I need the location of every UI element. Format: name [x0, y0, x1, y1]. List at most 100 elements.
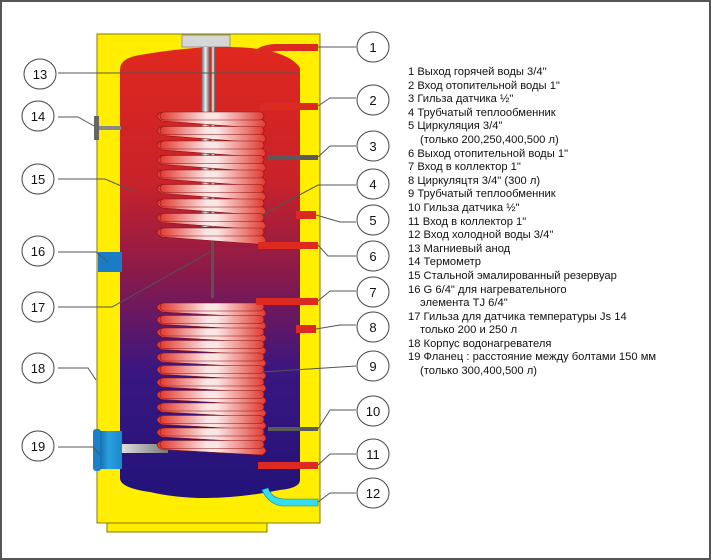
legend-number: 13	[408, 242, 421, 255]
legend-number: 5	[408, 120, 415, 133]
lower-coil-loop	[159, 315, 265, 324]
legend-text: Трубчатый теплообменник	[414, 188, 556, 201]
legend-text: Вход в коллектор 1"	[419, 215, 527, 228]
callout-2: 2	[356, 84, 390, 116]
callout-4: 4	[356, 168, 390, 200]
lower-coil-loop	[159, 440, 265, 449]
leader-line	[317, 409, 356, 430]
legend-item-8: 8 Циркуляцтя 3/4" (300 л)	[408, 175, 656, 189]
leader-line	[317, 290, 356, 302]
upper-coil-loop	[159, 198, 265, 208]
legend-text: Циркуляцтя 3/4" (300 л)	[414, 174, 541, 187]
leader-line	[58, 251, 109, 263]
callout-15: 15	[21, 163, 55, 195]
legend-text: Трубчатый теплообменник	[414, 106, 556, 119]
lower-coil-loop	[159, 340, 265, 349]
callout-3: 3	[356, 130, 390, 162]
callout-circle	[356, 477, 390, 509]
leader-line	[317, 492, 356, 503]
legend-item-3: 3 Гильза датчика ½"	[408, 93, 656, 107]
callout-circle	[356, 84, 390, 116]
legend-item-2: 2 Вход отопительной воды 1"	[408, 80, 656, 94]
callout-circle	[356, 130, 390, 162]
legend-text: Выход горячей воды 3/4"	[414, 66, 547, 78]
collector-inlet-7	[256, 298, 318, 305]
legend-item-9: 9 Трубчатый теплообменник	[408, 188, 656, 202]
upper-coil-loop	[159, 155, 265, 164]
legend-text: Выход отопительной воды 1"	[414, 147, 569, 160]
legend-text: Вход в коллектор 1"	[414, 161, 521, 174]
lower-coil-loop	[159, 352, 265, 362]
right-connections	[252, 44, 319, 507]
callout-circle	[356, 350, 390, 382]
callout-16: 16	[21, 235, 55, 267]
upper-coil-loop	[159, 184, 265, 193]
leader-line	[315, 324, 356, 330]
callout-number: 16	[31, 244, 45, 259]
anode-cap	[181, 34, 231, 48]
callout-number: 15	[31, 172, 45, 187]
callout-number: 10	[366, 404, 380, 419]
legend-number: 7	[408, 161, 415, 174]
legend-number: 4	[408, 106, 415, 119]
legend-text: Гильза датчика ½"	[414, 93, 514, 106]
callout-circle	[21, 163, 55, 195]
legend-item-12: 12 Вход холодной воды 3/4"	[408, 229, 656, 243]
legend-item-18: 18 Корпус водонагревателя	[408, 338, 656, 352]
leader-line	[317, 244, 356, 257]
legend-item-11: 11 Вход в коллектор 1"	[408, 216, 656, 230]
callout-number: 9	[369, 359, 376, 374]
callout-circle	[356, 31, 390, 63]
legend-text: Корпус водонагревателя	[420, 337, 552, 350]
callout-circle	[356, 240, 390, 272]
lower-coil-loop	[159, 377, 265, 387]
legend-text: Фланец : расстояние между болтами 150 мм	[420, 351, 657, 364]
callout-7: 7	[356, 276, 390, 308]
sensor-sleeve-17	[211, 228, 214, 298]
callout-number: 12	[366, 486, 380, 501]
callout-number: 11	[366, 447, 380, 462]
leader-line	[317, 145, 356, 158]
legend-item-5: 5 Циркуляция 3/4"	[408, 120, 656, 134]
upper-coil-loop	[159, 213, 265, 222]
upper-coil-loop	[159, 126, 265, 135]
callout-6: 6	[356, 240, 390, 272]
callout-8: 8	[356, 311, 390, 343]
legend-item-10: 10 Гильза датчика ½"	[408, 202, 656, 216]
legend-text: G 6/4" для нагревательного	[420, 283, 567, 296]
legend-number: 14	[408, 256, 421, 269]
thermometer	[94, 116, 121, 140]
upper-coil-loop	[159, 227, 265, 237]
callout-circle	[356, 438, 390, 470]
leader-line	[317, 453, 356, 466]
callout-circle	[21, 352, 55, 384]
callout-10: 10	[356, 395, 390, 427]
callout-number: 3	[369, 139, 376, 154]
callout-circle	[21, 100, 55, 132]
lower-coil-loop	[159, 415, 265, 424]
upper-coil-loop	[159, 169, 265, 179]
legend-text: Магниевый анод	[420, 242, 511, 255]
legend-item-17: 17 Гильза для датчика температуры Js 14	[408, 311, 656, 325]
leader-line	[315, 214, 356, 223]
legend-item-1: 1 Выход горячей воды 3/4"	[408, 66, 656, 80]
callout-circle	[21, 430, 55, 462]
leader-line	[58, 116, 95, 127]
lower-coil-loop	[159, 302, 265, 312]
legend-number: 19	[408, 351, 421, 364]
legend-item-16-continuation: элемента TJ 6/4"	[420, 297, 508, 310]
callout-circle	[356, 395, 390, 427]
legend-item-13: 13 Магниевый анод	[408, 243, 656, 257]
callout-1: 1	[356, 31, 390, 63]
legend-item-6: 6 Выход отопительной воды 1"	[408, 148, 656, 162]
upper-coil-loop	[159, 140, 265, 150]
lower-coil-loop	[159, 365, 265, 374]
callout-18: 18	[21, 352, 55, 384]
legend-text: Вход холодной воды 3/4"	[420, 229, 554, 242]
callout-number: 19	[31, 439, 45, 454]
callout-11: 11	[356, 438, 390, 470]
legend-item-5-continuation: (только 200,250,400,500 л)	[420, 133, 559, 146]
collector-inlet-11	[258, 462, 318, 469]
legend-number: 2	[408, 79, 415, 92]
